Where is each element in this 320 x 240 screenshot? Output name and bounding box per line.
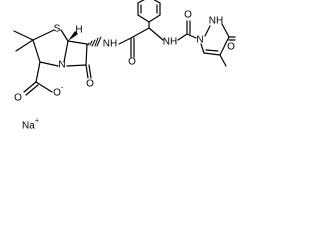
atom-o-pyrazole: O bbox=[227, 42, 235, 53]
atom-n-ring: N bbox=[58, 60, 65, 71]
atom-h-stereo: H bbox=[75, 25, 82, 36]
phenyl-ring bbox=[137, 0, 161, 23]
atom-o-urea: O bbox=[184, 10, 192, 21]
thiazolidine-ring bbox=[32, 29, 69, 67]
atom-o-amide: O bbox=[128, 57, 136, 68]
carboxylate-charge: - bbox=[61, 85, 64, 92]
atom-o-lactam: O bbox=[86, 79, 94, 90]
counterion-na: Na bbox=[22, 121, 35, 132]
atom-nh-urea: NH bbox=[163, 37, 177, 48]
atom-o-carboxylate: O bbox=[14, 93, 22, 104]
amide-chain bbox=[118, 21, 164, 58]
atom-o-carboxylate-anion: O bbox=[53, 88, 61, 99]
atom-nh-amide: NH bbox=[103, 39, 117, 50]
stereo-hash-nh bbox=[87, 36, 102, 47]
beta-lactam-ring bbox=[66, 40, 92, 79]
counterion-charge: + bbox=[35, 118, 39, 125]
atom-n-pyrazole: N bbox=[196, 35, 203, 46]
gem-dimethyl bbox=[13, 30, 34, 52]
atom-s: S bbox=[54, 24, 61, 35]
urea-group bbox=[177, 20, 197, 41]
stereo-wedge-h bbox=[68, 31, 78, 41]
pyrazolone-ring bbox=[200, 23, 236, 67]
chemical-structure: S N H O O O - NH O NH O N NH O Na + bbox=[13, 0, 236, 132]
carboxylate-group bbox=[23, 61, 53, 96]
atom-nh-pyrazole: NH bbox=[209, 16, 223, 27]
